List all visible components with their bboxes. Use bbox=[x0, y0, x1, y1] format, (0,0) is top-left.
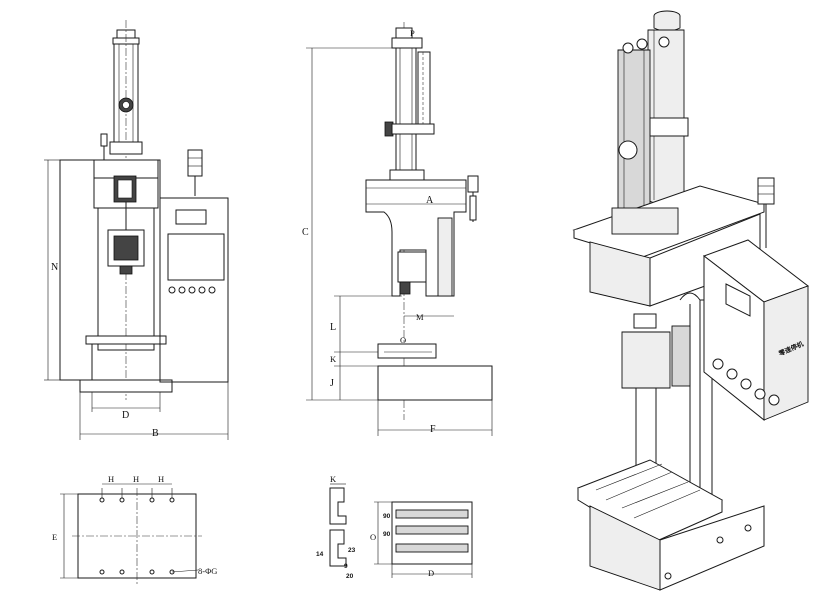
tslot-14-label: 14 bbox=[316, 551, 324, 558]
control-box bbox=[159, 197, 229, 383]
mounting-holes bbox=[99, 497, 175, 575]
dim-b-label: B bbox=[152, 428, 159, 439]
table-plan: 90 90 O D bbox=[370, 501, 473, 578]
dim-h2-label: H bbox=[133, 474, 139, 484]
dim-n-label: N bbox=[51, 262, 58, 273]
table-90b-label: 90 bbox=[383, 531, 391, 538]
control-buttons bbox=[168, 286, 216, 294]
dim-j-label: J bbox=[330, 378, 334, 389]
front-view: N D B bbox=[44, 20, 229, 440]
dim-f-label: F bbox=[430, 424, 436, 435]
dim-d-label: D bbox=[122, 410, 129, 421]
dim-h3-label: H bbox=[158, 474, 164, 484]
iso-lamp-icon bbox=[757, 177, 775, 205]
tslot-23-label: 23 bbox=[348, 547, 356, 554]
dim-p-label: P bbox=[410, 28, 415, 38]
dim-a-label: A bbox=[426, 195, 434, 206]
tslot-section: K 14 23 9 20 bbox=[316, 474, 356, 580]
dim-k-label: K bbox=[330, 354, 337, 364]
tslot-9-label: 9 bbox=[344, 563, 348, 570]
signal-lamp-icon bbox=[187, 149, 203, 177]
table-90a-label: 90 bbox=[383, 513, 391, 520]
tslot-k-label: K bbox=[330, 474, 337, 484]
dim-e-label: E bbox=[52, 532, 57, 542]
holes-label: 8-ΦG bbox=[198, 566, 217, 576]
iso-control-buttons bbox=[712, 358, 780, 406]
dim-m-label: M bbox=[416, 312, 424, 322]
dim-c-label: C bbox=[302, 227, 309, 238]
dim-o-label: O bbox=[400, 335, 406, 345]
dim-l-label: L bbox=[330, 322, 336, 333]
iso-view: 零速停机 bbox=[572, 10, 810, 591]
table-o-label: O bbox=[370, 532, 376, 542]
tslot-20-label: 20 bbox=[346, 573, 354, 580]
iso-gauge-icon bbox=[618, 140, 638, 160]
table-d-label: D bbox=[428, 568, 434, 578]
base-plan: H H H E 8-ΦG bbox=[52, 474, 217, 584]
dim-h1-label: H bbox=[108, 474, 114, 484]
side-view: P C A L M O bbox=[302, 22, 493, 436]
